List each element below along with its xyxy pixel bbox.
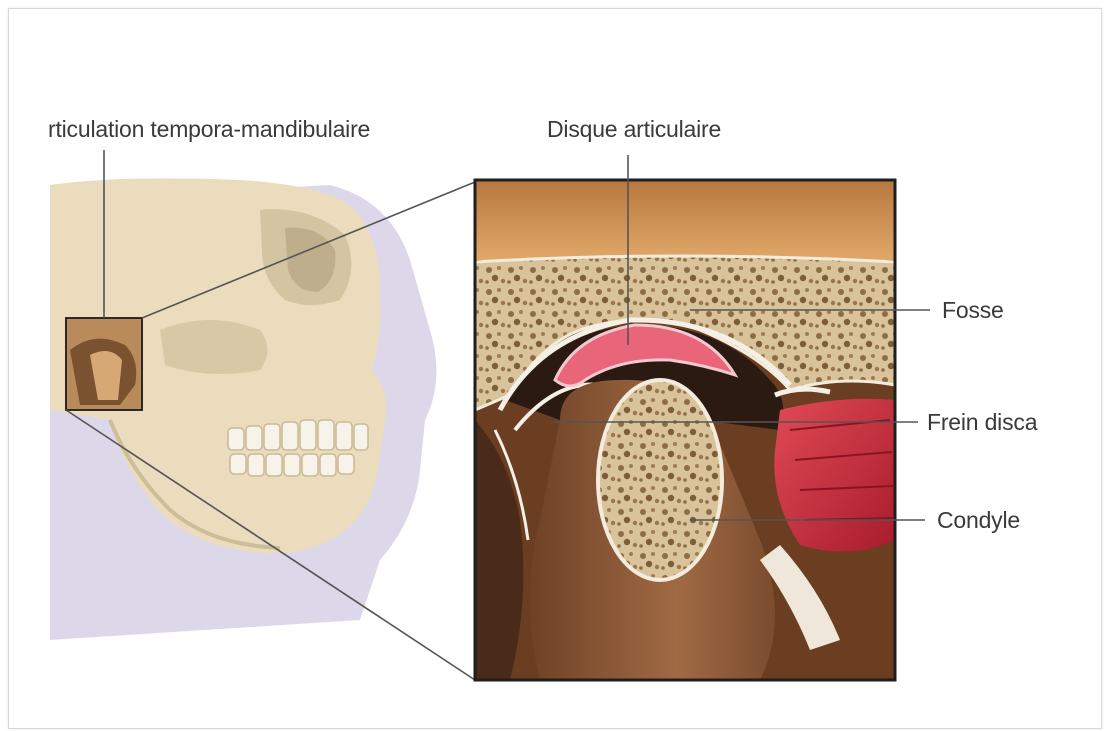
label-frenulum: Frein disca	[927, 409, 1037, 436]
label-disc: Disque articulaire	[547, 116, 721, 143]
joint-highlight-box	[66, 318, 142, 410]
label-condyle: Condyle	[937, 507, 1020, 534]
label-fossa: Fosse	[942, 297, 1004, 324]
joint-inset	[475, 180, 895, 680]
label-tmj: rticulation tempora-mandibulaire	[48, 116, 370, 143]
